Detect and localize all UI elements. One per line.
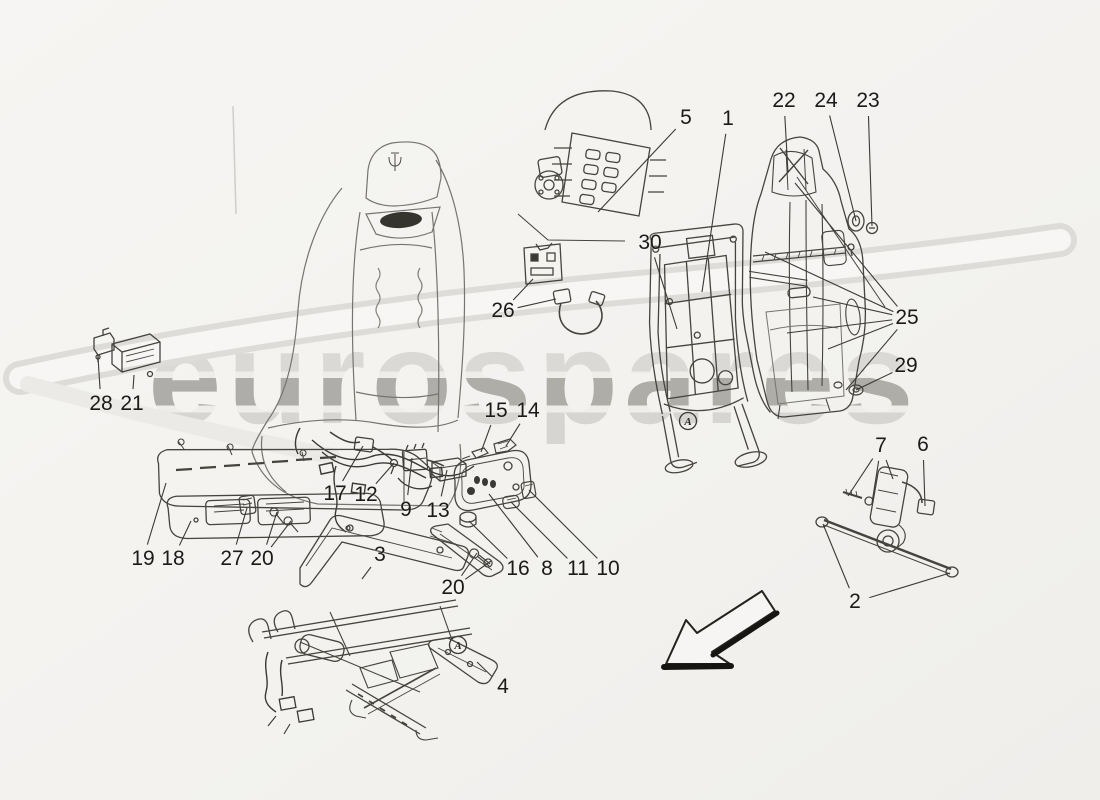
bracket-14: [493, 438, 517, 454]
relay-box-21: [111, 333, 161, 378]
switch-panel-8: [453, 449, 532, 512]
button-cap-11: [502, 494, 520, 510]
headrest-opening-panel: [365, 206, 441, 239]
backrest-shell: [749, 136, 886, 420]
callout-12: 12: [354, 483, 378, 506]
callout-28: 28: [89, 392, 113, 415]
watermark-swoosh: [3, 223, 1077, 464]
callout-7: 7: [875, 434, 887, 457]
callout-8: 8: [541, 557, 553, 580]
seat-base-assembly: [248, 599, 498, 741]
cable-bracket-26: [523, 242, 606, 335]
callout-5: 5: [680, 106, 692, 129]
grommet-29: [833, 381, 864, 396]
view-markers: AA: [448, 411, 698, 655]
direction-arrow: [661, 590, 780, 670]
callout-20: 20: [250, 547, 274, 570]
callout-16: 16: [506, 557, 530, 580]
front-seat-drawing: [251, 141, 475, 533]
callout-27: 27: [220, 547, 244, 570]
callout-14: 14: [516, 399, 540, 422]
callout-1: 1: [722, 107, 734, 130]
callout-26: 26: [491, 299, 515, 322]
harness-connectors: [329, 431, 467, 482]
clip-27: [238, 494, 257, 516]
callout-20: 20: [441, 576, 465, 599]
view-marker-A: A: [678, 411, 698, 431]
callout-11: 11: [567, 557, 589, 580]
scan-crease: [232, 105, 237, 215]
lumbar-massage-unit: [517, 90, 667, 242]
leader-lines: [97, 115, 951, 677]
connector-block-9: [401, 448, 429, 472]
callout-25: 25: [895, 306, 919, 329]
callout-15: 15: [484, 399, 508, 422]
seat-rail-bracket-3: [299, 514, 470, 588]
side-clip-10: [520, 480, 537, 500]
callout-17: 17: [323, 482, 347, 505]
connector-17: [353, 436, 375, 453]
callout-13: 13: [426, 499, 450, 522]
callout-29: 29: [894, 354, 918, 377]
callout-21: 21: [120, 392, 144, 415]
backrest-frame: [648, 223, 808, 474]
callout-22: 22: [772, 89, 796, 112]
callout-30: 30: [638, 231, 662, 254]
callout-19: 19: [131, 547, 155, 570]
svg-text:A: A: [453, 640, 461, 652]
nut-16: [459, 511, 477, 528]
callout-23: 23: [856, 89, 880, 112]
svg-text:A: A: [683, 416, 691, 428]
torsion-rod-2: [815, 516, 959, 578]
side-trim-panel-19: [157, 438, 433, 511]
callout-2: 2: [849, 590, 861, 613]
headrest-opening: [380, 211, 422, 229]
callout-24: 24: [814, 89, 838, 112]
callout-3: 3: [374, 543, 386, 566]
callout-9: 9: [400, 498, 412, 521]
lower-rail-right: [430, 523, 504, 578]
view-marker-A: A: [448, 635, 468, 655]
trident-logo: [388, 152, 402, 171]
callout-6: 6: [917, 433, 929, 456]
callout-18: 18: [161, 547, 185, 570]
clip-15: [461, 447, 489, 460]
callout-10: 10: [596, 557, 620, 580]
connector-6: [916, 498, 936, 516]
washer-24: [847, 210, 865, 232]
headrest: [365, 141, 442, 207]
callout-4: 4: [497, 675, 509, 698]
switch-tray-18: [166, 492, 385, 540]
